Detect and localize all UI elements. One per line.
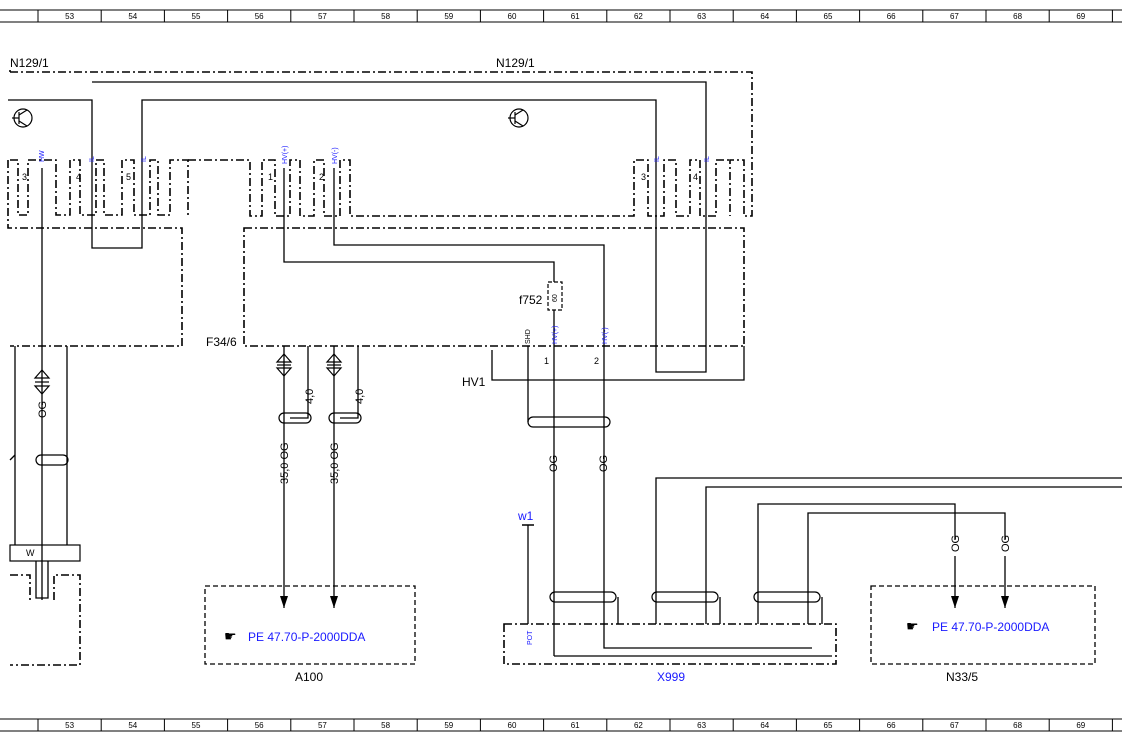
grid-number: 67 — [950, 12, 959, 21]
module-n129-left-label: N129/1 — [10, 56, 49, 70]
signal-label: HV(-) — [602, 327, 609, 344]
grid-number: 59 — [444, 721, 453, 730]
bottom-grid-ruler: 53 54 55 56 57 58 59 60 61 62 63 64 65 66 67 68 69 — [0, 718, 1122, 732]
signal-label: W — [26, 548, 35, 558]
grid-number: 64 — [760, 721, 769, 730]
module-n129-left: N129/1 3 4 5 HW IL IL OG W — [7, 56, 657, 666]
grid-number: 62 — [634, 12, 643, 21]
grid-number: 63 — [697, 721, 706, 730]
pin-label: 2 — [319, 172, 324, 182]
shield-icon — [325, 353, 343, 377]
wire-label: 35,0 OG — [279, 442, 291, 484]
grid-number: 57 — [318, 12, 327, 21]
connector-hv1: HV1 SHD HV(+) HV(-) 1 2 OG OG — [462, 326, 745, 656]
pin-label: 4 — [693, 172, 698, 182]
grid-number: 56 — [255, 12, 264, 21]
component-x999: w1 POT X999 — [503, 477, 1122, 684]
wire-label: 35,0 OG — [329, 442, 341, 484]
grid-number: 66 — [887, 721, 896, 730]
component-x999-label: X999 — [657, 670, 685, 684]
grid-number: 54 — [128, 12, 137, 21]
grid-number: 55 — [192, 12, 201, 21]
signal-label: HW — [39, 150, 46, 162]
signal-label: POT — [527, 630, 534, 645]
wire-label: OG — [1000, 535, 1012, 552]
component-n33-label: N33/5 — [946, 670, 978, 684]
grid-number: 69 — [1076, 721, 1085, 730]
grid-number: 56 — [255, 721, 264, 730]
component-a100: ☛ PE 47.70-P-2000DDA A100 — [204, 585, 416, 684]
connector-hv1-label: HV1 — [462, 375, 486, 389]
shield-icon — [275, 353, 293, 377]
a100-reference-link[interactable]: PE 47.70-P-2000DDA — [248, 630, 365, 644]
grid-number: 55 — [192, 721, 201, 730]
wires-to-a100: 4,0 4,0 35,0 OG 35,0 OG — [275, 346, 366, 608]
pointing-hand-icon: ☛ — [224, 629, 237, 645]
module-n129: N129/1 1 2 3 4 HV(+) HV(-) IL IL — [10, 56, 753, 217]
pointing-hand-icon: ☛ — [906, 619, 919, 635]
pin-label: 3 — [22, 172, 27, 182]
wire-label: 4,0 — [304, 389, 316, 404]
grid-number: 58 — [381, 12, 390, 21]
pin-label: 4 — [76, 172, 81, 182]
grid-number: 60 — [508, 721, 517, 730]
wire-label: OG — [37, 401, 49, 418]
grid-number: 61 — [571, 12, 580, 21]
shield-icon — [33, 369, 51, 395]
fuse-label: f752 — [519, 293, 543, 307]
grid-number: 58 — [381, 721, 390, 730]
fuse-rating: 60 — [552, 294, 559, 302]
signal-label: IL — [89, 156, 96, 162]
signal-label: IL — [141, 156, 148, 162]
transistor-icon — [12, 108, 33, 128]
pin-label: 1 — [544, 356, 549, 366]
grid-number: 57 — [318, 721, 327, 730]
grid-number: 66 — [887, 12, 896, 21]
n33-reference-link[interactable]: PE 47.70-P-2000DDA — [932, 620, 1049, 634]
grid-number: 63 — [697, 12, 706, 21]
fuse-box-f34-label: F34/6 — [206, 335, 237, 349]
grid-number: 59 — [444, 12, 453, 21]
wire-label: OG — [950, 535, 962, 552]
transistor-icon — [508, 108, 529, 128]
pin-label: 1 — [268, 172, 273, 182]
grid-number: 67 — [950, 721, 959, 730]
signal-label: IL — [654, 156, 661, 162]
signal-label: IL — [704, 156, 711, 162]
signal-label: HV(+) — [282, 146, 289, 164]
wire-label: OG — [598, 455, 610, 472]
grid-number: 64 — [760, 12, 769, 21]
grid-number: 65 — [824, 721, 833, 730]
module-n129-label: N129/1 — [496, 56, 535, 70]
pin-label: 3 — [641, 172, 646, 182]
grid-number: 60 — [508, 12, 517, 21]
signal-label: HV(-) — [332, 147, 339, 164]
grid-number: 53 — [65, 721, 74, 730]
signal-label: HV(+) — [552, 326, 559, 344]
grid-number: 65 — [824, 12, 833, 21]
component-a100-label: A100 — [295, 670, 323, 684]
grid-number: 61 — [571, 721, 580, 730]
w1-label: w1 — [517, 509, 534, 523]
grid-number: 69 — [1076, 12, 1085, 21]
grid-number: 68 — [1013, 721, 1022, 730]
grid-number: 62 — [634, 721, 643, 730]
signal-label: SHD — [525, 329, 532, 344]
component-n33: OG OG ☛ PE 47.70-P-2000DDA N33/5 — [870, 535, 1096, 684]
grid-number: 54 — [128, 721, 137, 730]
wire-label: OG — [548, 455, 560, 472]
pin-label: 5 — [126, 172, 131, 182]
wire-label: 4,0 — [354, 389, 366, 404]
grid-number: 53 — [65, 12, 74, 21]
top-grid-ruler: 53 54 55 56 57 58 59 60 61 62 63 64 65 66 67 68 69 — [0, 9, 1122, 23]
fuse-box-f34: F34/6 60 f752 — [206, 168, 745, 373]
pin-label: 2 — [594, 356, 599, 366]
grid-number: 68 — [1013, 12, 1022, 21]
